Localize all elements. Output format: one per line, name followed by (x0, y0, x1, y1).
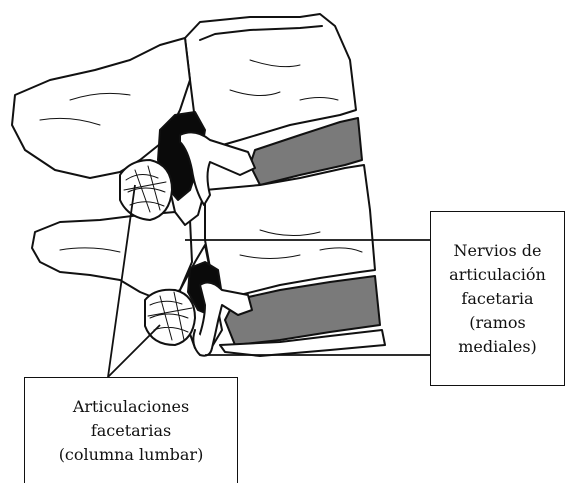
nerves-label-line: facetaria (461, 287, 533, 311)
joints-label-line: Articulaciones (73, 395, 189, 419)
joints-label-line: facetarias (91, 419, 171, 443)
joints-label-line: (columna lumbar) (59, 443, 204, 467)
nerves-label-line: Nervios de (454, 239, 542, 263)
joints-leader-lower (108, 325, 160, 377)
lower-posterior-elements (32, 212, 192, 300)
middle-vertebral-body (205, 165, 375, 295)
nerves-label-line: (ramos (469, 311, 525, 335)
nerves-label-line: articulación (449, 263, 546, 287)
facet-joint-nerves-label: Nervios de articulación facetaria (ramos… (430, 211, 565, 386)
upper-facet-joint (120, 160, 172, 220)
nerves-label-line: mediales) (458, 335, 537, 359)
facet-joints-label: Articulaciones facetarias (columna lumba… (24, 377, 238, 483)
lower-facet-joint (145, 290, 195, 345)
